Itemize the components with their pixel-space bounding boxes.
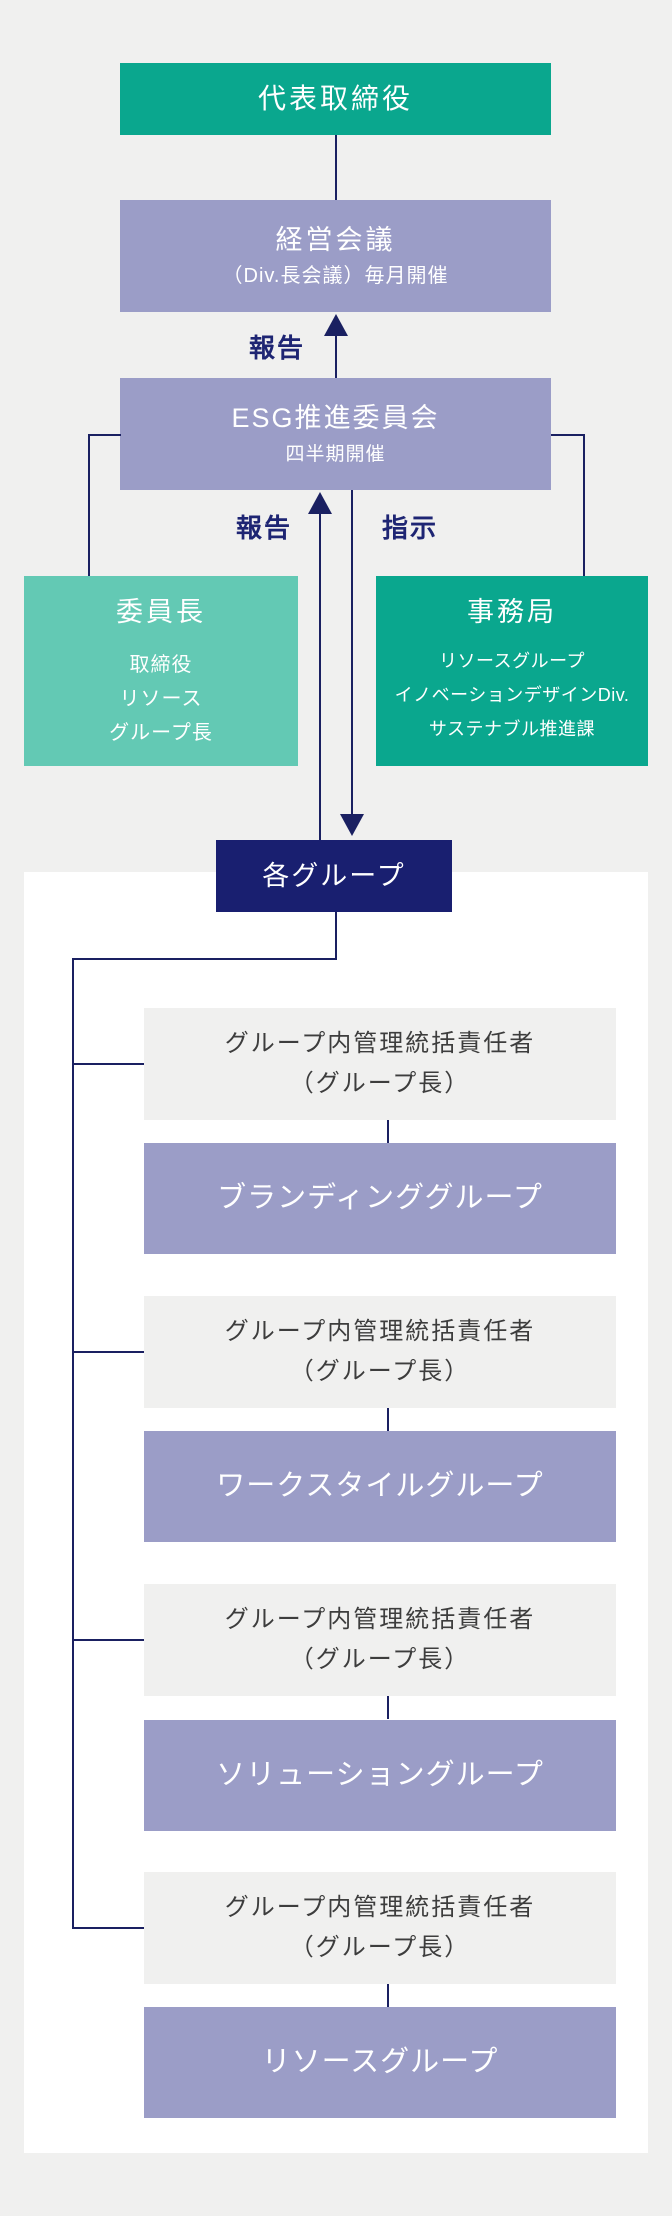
manager-sub-label: （グループ長） bbox=[289, 1934, 471, 1961]
group-label: ブランディンググループ bbox=[217, 1182, 543, 1214]
connector-manager-group bbox=[387, 1408, 389, 1431]
each-group-label: 各グループ bbox=[262, 861, 406, 891]
elbow-horizontal bbox=[72, 958, 337, 960]
bracket-left-vertical bbox=[88, 434, 90, 576]
branch-line bbox=[72, 1063, 144, 1065]
manager-box: グループ内管理統括責任者 （グループ長） bbox=[144, 1872, 616, 1984]
node-group-workstyle: ワークスタイルグループ bbox=[144, 1431, 616, 1542]
node-secretariat: 事務局 リソースグループ イノベーションデザインDiv. サステナブル推進課 bbox=[376, 576, 648, 766]
node-esg-committee: ESG推進委員会 四半期開催 bbox=[120, 378, 551, 490]
branch-line bbox=[72, 1639, 144, 1641]
node-management-meeting: 経営会議 （Div.長会議）毎月開催 bbox=[120, 200, 551, 312]
connector-manager-group bbox=[387, 1984, 389, 2007]
edge-label-instruction: 指示 bbox=[382, 513, 439, 543]
group-label: ソリューショングループ bbox=[216, 1759, 544, 1791]
bracket-left-horizontal bbox=[88, 434, 121, 436]
node-president-label: 代表取締役 bbox=[257, 83, 413, 114]
edge-label-report-2: 報告 bbox=[235, 513, 292, 543]
chairperson-title: 委員長 bbox=[116, 597, 206, 627]
connector-president-management bbox=[335, 135, 337, 200]
node-each-group: 各グループ bbox=[216, 840, 452, 912]
secretariat-member: サステナブル推進課 bbox=[428, 719, 596, 739]
manager-sub-label: （グループ長） bbox=[289, 1646, 471, 1673]
arrow-down-instruction-icon bbox=[340, 814, 364, 836]
manager-box: グループ内管理統括責任者 （グループ長） bbox=[144, 1584, 616, 1696]
edge-label-report-1: 報告 bbox=[248, 333, 305, 363]
branch-line bbox=[72, 1351, 144, 1353]
connector-esg-groups-instruction bbox=[351, 490, 353, 815]
manager-box: グループ内管理統括責任者 （グループ長） bbox=[144, 1296, 616, 1408]
chairperson-member: グループ長 bbox=[109, 722, 213, 744]
node-group-branding: ブランディンググループ bbox=[144, 1143, 616, 1254]
management-meeting-subtitle: （Div.長会議）毎月開催 bbox=[222, 265, 449, 287]
node-group-resource: リソースグループ bbox=[144, 2007, 616, 2118]
connector-manager-group bbox=[387, 1696, 389, 1719]
manager-sub-label: （グループ長） bbox=[289, 1070, 471, 1097]
secretariat-member: リソースグループ bbox=[438, 651, 586, 671]
manager-label: グループ内管理統括責任者 bbox=[224, 1318, 536, 1345]
secretariat-member: イノベーションデザインDiv. bbox=[394, 685, 630, 705]
secretariat-title: 事務局 bbox=[467, 597, 557, 627]
elbow-vertical bbox=[335, 912, 337, 960]
bracket-right-horizontal bbox=[551, 434, 585, 436]
branch-line bbox=[72, 1927, 144, 1929]
manager-label: グループ内管理統括責任者 bbox=[224, 1894, 536, 1921]
group-label: ワークスタイルグループ bbox=[216, 1470, 544, 1502]
connector-groups-esg-report bbox=[319, 514, 321, 840]
arrow-up-report-2-icon bbox=[308, 492, 332, 514]
manager-label: グループ内管理統括責任者 bbox=[224, 1030, 536, 1057]
management-meeting-title: 経営会議 bbox=[275, 225, 396, 255]
chairperson-members: 取締役 リソース グループ長 bbox=[109, 648, 213, 750]
bracket-right-vertical bbox=[583, 434, 585, 576]
secretariat-members: リソースグループ イノベーションデザインDiv. サステナブル推進課 bbox=[395, 644, 630, 746]
spine-vertical bbox=[72, 958, 74, 1929]
connector-esg-management bbox=[335, 334, 337, 378]
arrow-up-report-icon bbox=[324, 314, 348, 336]
esg-committee-title: ESG推進委員会 bbox=[231, 402, 440, 433]
chairperson-member: リソース bbox=[119, 688, 203, 710]
chairperson-member: 取締役 bbox=[129, 654, 193, 676]
esg-committee-subtitle: 四半期開催 bbox=[285, 443, 386, 465]
group-label: リソースグループ bbox=[261, 2046, 499, 2078]
connector-manager-group bbox=[387, 1120, 389, 1143]
manager-box: グループ内管理統括責任者 （グループ長） bbox=[144, 1008, 616, 1120]
node-president: 代表取締役 bbox=[120, 63, 551, 135]
node-chairperson: 委員長 取締役 リソース グループ長 bbox=[24, 576, 298, 766]
manager-sub-label: （グループ長） bbox=[289, 1358, 471, 1385]
node-group-solution: ソリューショングループ bbox=[144, 1720, 616, 1831]
manager-label: グループ内管理統括責任者 bbox=[224, 1606, 536, 1633]
